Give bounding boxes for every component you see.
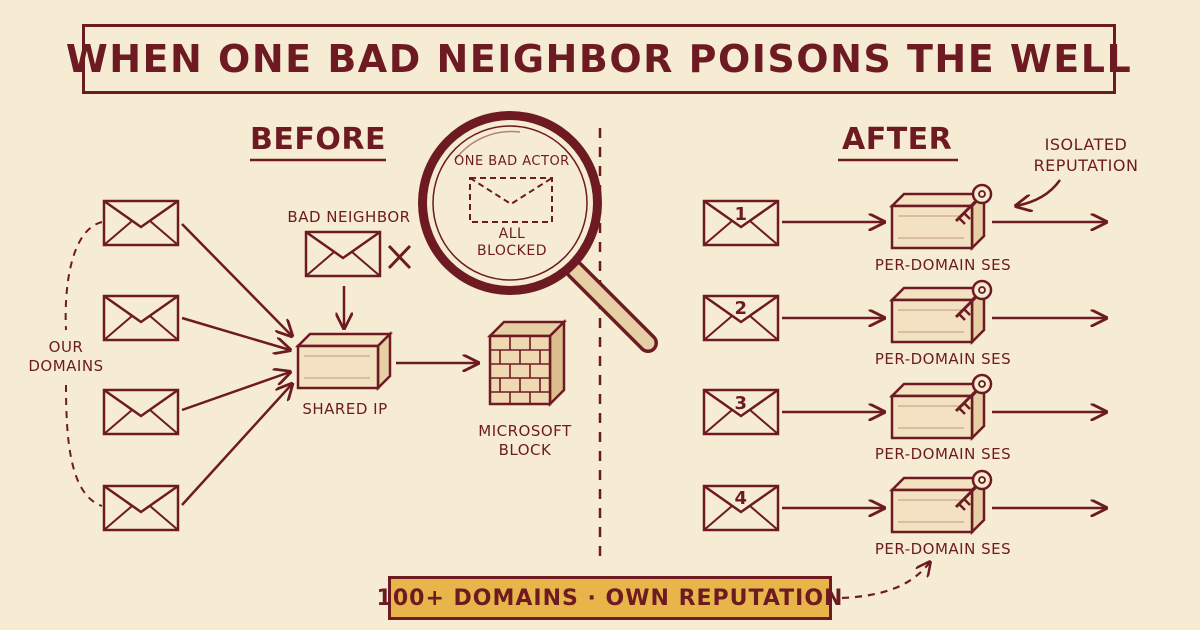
our-domain-envelope-1 — [102, 199, 180, 247]
before-heading: BEFORE — [250, 122, 386, 157]
bad-neighbor-label: BAD NEIGHBOR — [287, 208, 411, 226]
our-domains-label: OUR DOMAINS — [28, 338, 104, 376]
microsoft-block-wall — [486, 318, 568, 408]
our-domains-label-line-2: DOMAINS — [28, 357, 104, 375]
lane-4-number: 4 — [734, 488, 748, 509]
lane-1-ses-box — [890, 192, 986, 250]
lane-2-number: 2 — [734, 298, 748, 319]
lane-2-ses-label: PER-DOMAIN SES — [874, 350, 1012, 368]
domains-bracket-bottom — [65, 384, 103, 507]
after-lane-1 — [702, 183, 1106, 250]
lane-2-ses-box — [890, 286, 986, 344]
banner-arrow — [841, 562, 930, 600]
lane-4-ses-box — [890, 476, 986, 534]
magnifier-icon — [418, 111, 658, 353]
lane-1-number: 1 — [734, 204, 748, 225]
isolated-reputation-label: ISOLATED REPUTATION — [1024, 134, 1148, 176]
after-heading: AFTER — [842, 122, 953, 157]
arrow-domain-2 — [181, 316, 290, 350]
magnifier-bottom-label: ALL BLOCKED — [470, 226, 554, 260]
our-domain-envelope-4 — [102, 484, 180, 532]
magnifier-bottom-label-line-2: BLOCKED — [476, 243, 547, 259]
shared-ip-label: SHARED IP — [302, 400, 388, 418]
page-title: WHEN ONE BAD NEIGHBOR POISONS THE WELL — [66, 24, 1131, 94]
lane-3-ses-label: PER-DOMAIN SES — [874, 445, 1012, 463]
microsoft-block-label-line-1: MICROSOFT — [478, 422, 572, 440]
bad-neighbor-envelope — [304, 230, 382, 278]
summary-banner: 100+ DOMAINS · OWN REPUTATION — [377, 576, 842, 620]
shared-ip-box — [296, 332, 392, 390]
our-domain-envelope-3 — [102, 388, 180, 436]
isolated-label-line-2: REPUTATION — [1033, 156, 1139, 175]
our-domains-label-line-1: OUR — [48, 338, 84, 356]
after-lane-2 — [702, 279, 1106, 344]
arrow-domain-1 — [181, 223, 292, 336]
after-lane-4 — [702, 469, 1106, 534]
arrow-domain-3 — [181, 372, 290, 412]
isolated-arrow — [1016, 179, 1062, 206]
lane-4-ses-label: PER-DOMAIN SES — [874, 540, 1012, 558]
microsoft-block-label: MICROSOFT BLOCK — [468, 422, 582, 460]
arrow-domain-4 — [181, 384, 292, 506]
microsoft-block-label-line-2: BLOCK — [498, 441, 552, 459]
domains-bracket-top — [64, 221, 103, 331]
magnifier-bottom-label-line-1: ALL — [498, 226, 526, 242]
our-domain-envelope-2 — [102, 294, 180, 342]
magnifier-top-label: ONE BAD ACTOR — [454, 154, 570, 169]
lane-1-ses-label: PER-DOMAIN SES — [874, 256, 1012, 274]
lane-3-ses-box — [890, 382, 986, 440]
lane-3-number: 3 — [734, 393, 748, 414]
isolated-label-line-1: ISOLATED — [1044, 135, 1128, 154]
after-lane-3 — [702, 373, 1106, 440]
